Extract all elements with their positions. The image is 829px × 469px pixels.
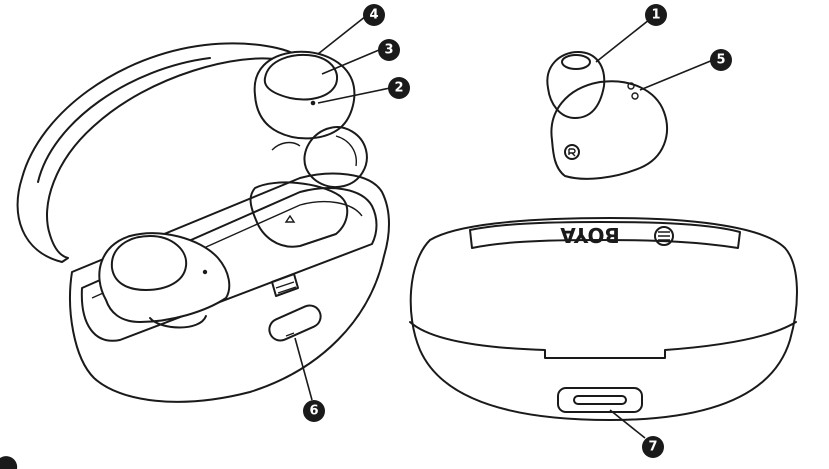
partial-callout-edge [0, 456, 18, 469]
callout-4-label: 4 [369, 8, 378, 23]
earbud-indicator-light [310, 100, 316, 106]
leader-2 [317, 87, 391, 104]
left-earbud-touch-panel [110, 235, 188, 291]
open-charging-case [16, 42, 390, 403]
leader-3 [321, 49, 380, 75]
case-led [285, 332, 295, 337]
earbud-ear-tip [303, 126, 368, 188]
leader-5 [639, 59, 714, 91]
leader-6 [294, 337, 313, 401]
case-seam [409, 321, 797, 359]
callout-2-label: 2 [394, 81, 403, 96]
callout-6-label: 6 [309, 404, 318, 419]
earbud-rear-view [546, 51, 668, 180]
lifted-earbud [253, 50, 368, 188]
callout-1: 1 [645, 4, 667, 26]
callout-5-label: 5 [716, 53, 725, 68]
left-earbud-mic-hole [202, 269, 208, 275]
brand-logo-text: BOYA [560, 223, 620, 247]
earbud-movement-arc [271, 141, 301, 151]
case-hinge [271, 273, 299, 297]
callout-2: 2 [388, 77, 410, 99]
rear-side-letter [568, 148, 576, 157]
leader-1 [595, 15, 655, 63]
left-earbud-stem [149, 315, 207, 329]
leader-7 [609, 409, 646, 439]
earbud-ear-tip-contour [335, 135, 357, 167]
callout-7: 7 [642, 436, 664, 458]
callout-6: 6 [303, 400, 325, 422]
callout-3-label: 3 [384, 43, 393, 58]
brand-logo-mark [654, 226, 674, 246]
closed-case-logo-strip [469, 221, 741, 249]
case-lid-inner-edge [37, 57, 211, 183]
rear-earbud-body [550, 80, 668, 180]
rear-ear-tip [546, 51, 606, 119]
earbud-body [253, 50, 356, 140]
earbud-touch-panel [263, 54, 338, 101]
brand-logo-mark-lines [658, 231, 670, 241]
case-front-window [268, 304, 322, 342]
callout-5: 5 [710, 49, 732, 71]
case-inner-rim [91, 200, 363, 299]
rear-side-marker [564, 144, 580, 160]
callout-leaders [294, 15, 714, 439]
usb-c-port [573, 395, 627, 405]
closed-case-front: BOYA [409, 217, 798, 421]
charging-cradle [249, 181, 349, 248]
left-earbud-in-case [98, 232, 231, 323]
callout-7-label: 7 [648, 440, 657, 455]
rear-mic-hole-2 [631, 92, 639, 100]
callout-1-label: 1 [651, 8, 660, 23]
leader-4 [317, 15, 367, 55]
charging-contact [284, 214, 296, 223]
rear-ear-tip-opening [561, 54, 591, 70]
closed-case-body [409, 217, 798, 421]
case-base-rim [80, 187, 378, 342]
case-hinge-lines [275, 281, 297, 294]
callout-4: 4 [363, 4, 385, 26]
callout-3: 3 [378, 39, 400, 61]
rear-mic-hole-1 [627, 82, 635, 90]
usb-port-housing [557, 387, 643, 413]
brand-logo: BOYA [560, 223, 674, 247]
